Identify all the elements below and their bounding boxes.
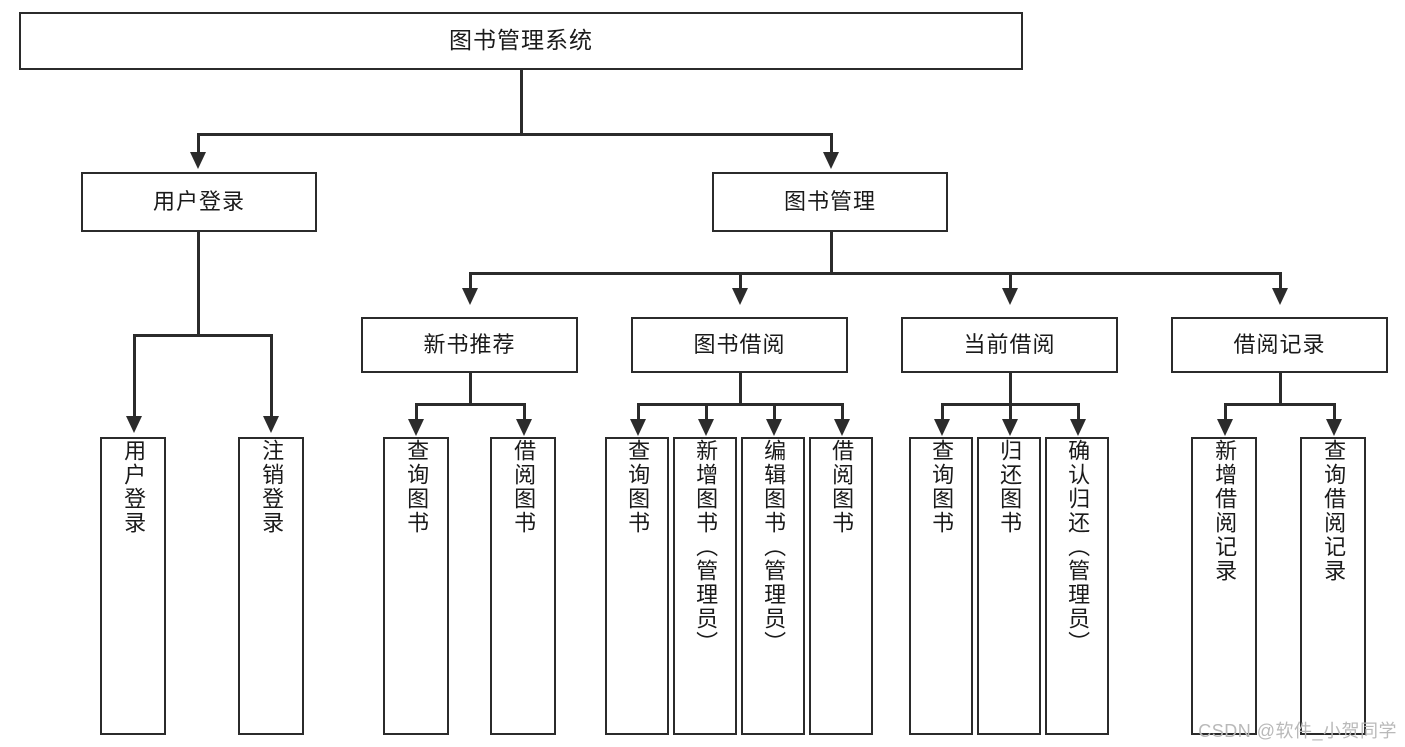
leaf-user-login[interactable]: 用户登录 (100, 437, 166, 735)
connector-borrow-record-c2 (1333, 403, 1336, 421)
leaf-borrow-book-new[interactable]: 借阅图书 (490, 437, 556, 735)
node-label: 新增借阅记录 (1212, 439, 1238, 583)
connector-user-login-stem (197, 232, 200, 336)
connector-to-book-mgmt (830, 133, 833, 155)
node-label: 图书管理 (783, 188, 876, 214)
leaf-return-book[interactable]: 归还图书 (977, 437, 1041, 735)
leaf-query-book-new[interactable]: 查询图书 (383, 437, 449, 735)
arrow-leaf-borrow-book-1 (516, 419, 532, 436)
connector-borrow-book-bar (637, 403, 844, 406)
node-label: 借阅记录 (1233, 331, 1326, 357)
connector-borrow-record-bar (1224, 403, 1335, 406)
node-label: 借阅图书 (511, 439, 537, 535)
arrow-to-borrow-book (732, 288, 748, 305)
connector-to-current-borrow (1009, 272, 1012, 290)
arrow-leaf-query-record (1326, 419, 1342, 436)
arrow-leaf-add-record (1217, 419, 1233, 436)
node-current-borrow[interactable]: 当前借阅 (901, 317, 1118, 373)
connector-borrow-book-stem (739, 373, 742, 405)
node-user-login[interactable]: 用户登录 (81, 172, 317, 232)
connector-root-stem (520, 70, 523, 134)
connector-to-borrow-book (739, 272, 742, 290)
connector-user-login-right (270, 334, 273, 418)
node-root-system[interactable]: 图书管理系统 (19, 12, 1023, 70)
connector-current-borrow-c3 (1077, 403, 1080, 421)
node-label: 图书借阅 (693, 331, 786, 357)
arrow-to-book-mgmt (823, 152, 839, 169)
arrow-leaf-return-book (1002, 419, 1018, 436)
node-label: 图书管理系统 (449, 27, 593, 54)
node-label: 用户登录 (152, 188, 245, 214)
connector-to-borrow-record (1279, 272, 1282, 290)
node-label: 查询图书 (404, 439, 430, 535)
node-label: 查询图书 (929, 439, 955, 535)
leaf-borrow-book-borrow[interactable]: 借阅图书 (809, 437, 873, 735)
connector-borrow-record-stem (1279, 373, 1282, 405)
arrow-leaf-query-book-1 (408, 419, 424, 436)
connector-current-borrow-c2 (1009, 403, 1012, 421)
connector-borrow-book-c4 (841, 403, 844, 421)
arrow-to-user-login (190, 152, 206, 169)
arrow-to-new-book (462, 288, 478, 305)
node-label: 借阅图书 (829, 439, 855, 535)
connector-current-borrow-c1 (941, 403, 944, 421)
connector-root-bar (197, 133, 832, 136)
connector-new-book-c2 (523, 403, 526, 421)
node-label: 查询借阅记录 (1321, 439, 1347, 583)
node-label: 确认归还（管理员） (1065, 439, 1091, 655)
node-label: 用户登录 (121, 439, 147, 535)
connector-borrow-book-c1 (637, 403, 640, 421)
arrow-leaf-confirm-return (1070, 419, 1086, 436)
node-book-management[interactable]: 图书管理 (712, 172, 948, 232)
connector-new-book-c1 (415, 403, 418, 421)
connector-to-new-book (469, 272, 472, 290)
connector-borrow-record-c1 (1224, 403, 1227, 421)
connector-new-book-stem (469, 373, 472, 405)
node-book-borrow[interactable]: 图书借阅 (631, 317, 848, 373)
connector-to-user-login (197, 133, 200, 155)
arrow-leaf-logout (263, 416, 279, 433)
connector-new-book-bar (415, 403, 525, 406)
arrow-to-borrow-record (1272, 288, 1288, 305)
node-label: 编辑图书（管理员） (761, 439, 787, 655)
leaf-edit-book-admin[interactable]: 编辑图书（管理员） (741, 437, 805, 735)
connector-borrow-book-c3 (773, 403, 776, 421)
node-label: 当前借阅 (963, 331, 1056, 357)
connector-user-login-bar (133, 334, 272, 337)
arrow-leaf-edit-book (766, 419, 782, 436)
leaf-query-borrow-record[interactable]: 查询借阅记录 (1300, 437, 1366, 735)
node-label: 查询图书 (625, 439, 651, 535)
node-label: 新增图书（管理员） (693, 439, 719, 655)
node-new-book-recommend[interactable]: 新书推荐 (361, 317, 578, 373)
connector-borrow-book-c2 (705, 403, 708, 421)
connector-book-mgmt-bar (469, 272, 1280, 275)
leaf-logout[interactable]: 注销登录 (238, 437, 304, 735)
leaf-add-book-admin[interactable]: 新增图书（管理员） (673, 437, 737, 735)
arrow-leaf-user-login (126, 416, 142, 433)
leaf-add-borrow-record[interactable]: 新增借阅记录 (1191, 437, 1257, 735)
node-label: 新书推荐 (423, 331, 516, 357)
arrow-leaf-query-book-3 (934, 419, 950, 436)
node-label: 归还图书 (997, 439, 1023, 535)
connector-user-login-left (133, 334, 136, 418)
connector-book-mgmt-stem (830, 232, 833, 274)
connector-current-borrow-stem (1009, 373, 1012, 405)
node-label: 注销登录 (259, 439, 285, 535)
node-borrow-record[interactable]: 借阅记录 (1171, 317, 1388, 373)
arrow-leaf-borrow-book-2 (834, 419, 850, 436)
arrow-leaf-query-book-2 (630, 419, 646, 436)
leaf-confirm-return-admin[interactable]: 确认归还（管理员） (1045, 437, 1109, 735)
leaf-query-book-current[interactable]: 查询图书 (909, 437, 973, 735)
leaf-query-book-borrow[interactable]: 查询图书 (605, 437, 669, 735)
arrow-to-current-borrow (1002, 288, 1018, 305)
arrow-leaf-add-book (698, 419, 714, 436)
